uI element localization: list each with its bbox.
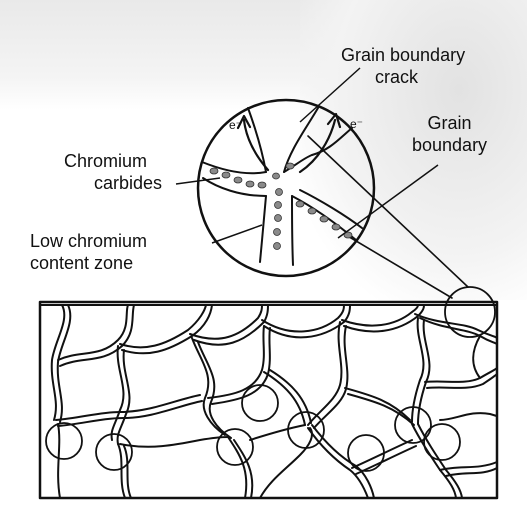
carbide-particle — [308, 208, 316, 214]
grain-boundary — [58, 401, 202, 426]
grain-boundary — [446, 468, 497, 476]
attack-site-circle — [288, 412, 324, 448]
label-low-chromium-zone: Low chromium content zone — [30, 230, 147, 274]
magnifier-connector — [346, 235, 452, 298]
carbide-particle — [296, 201, 304, 207]
grain-boundary — [440, 413, 497, 420]
grain-boundary — [120, 437, 228, 447]
attack-site-circle — [348, 435, 384, 471]
grain-boundary — [308, 322, 341, 425]
grain-boundary — [356, 446, 416, 474]
label-line: Chromium — [64, 150, 162, 172]
carbide-particle — [234, 177, 242, 183]
grain-boundary — [250, 425, 305, 440]
grain-boundary — [425, 368, 497, 382]
label-chromium-carbides: Chromium carbides — [64, 150, 162, 194]
label-line: carbides — [64, 172, 162, 194]
carbide-particle — [275, 215, 282, 222]
grain-boundary — [260, 428, 312, 498]
grain-boundary — [440, 462, 497, 470]
grain-boundary — [415, 314, 497, 338]
electron-label-right: e⁻ — [350, 117, 363, 131]
attack-site-circle — [46, 423, 82, 459]
grain-boundary — [262, 305, 344, 332]
label-line: boundary — [412, 134, 487, 156]
crack-left-wall — [248, 108, 266, 172]
carbide-particle — [274, 243, 281, 250]
attack-site-circle — [424, 424, 460, 460]
grain-boundary — [122, 305, 212, 353]
grain-boundary — [412, 424, 456, 498]
carbide-particle — [274, 229, 281, 236]
boundary-edge — [292, 196, 293, 265]
carbide-particle — [275, 202, 282, 209]
grain-boundary — [308, 428, 368, 498]
carbide-particle — [210, 168, 218, 174]
label-line: content zone — [30, 252, 147, 274]
grain-boundary — [198, 342, 231, 438]
boundary-edge — [260, 196, 266, 262]
magnified-boundary — [202, 108, 362, 265]
attack-site-circle — [445, 287, 495, 337]
label-line: crack — [341, 66, 465, 88]
label-line: Low chromium — [30, 230, 147, 252]
carbide-particle — [222, 172, 230, 178]
grain-boundary — [473, 336, 480, 378]
carbide-particle — [273, 173, 280, 179]
carbide-particle — [332, 224, 340, 230]
leader-lines — [176, 68, 438, 243]
attack-site-circle — [242, 385, 278, 421]
grain-boundary — [344, 305, 424, 331]
grain-boundary — [118, 444, 125, 498]
leader-grain-boundary — [338, 165, 438, 238]
label-grain-boundary-crack: Grain boundary crack — [341, 44, 465, 88]
grain-boundary — [264, 305, 350, 337]
label-line: Grain boundary — [341, 44, 465, 66]
grain-boundary — [58, 424, 60, 498]
grain-boundary — [234, 440, 252, 498]
electron-label-left: e⁻ — [229, 118, 242, 132]
carbide-particle — [258, 182, 266, 188]
carbide-particle — [286, 163, 294, 169]
carbide-particle — [276, 189, 283, 196]
label-line: Grain — [412, 112, 487, 134]
grain-boundary — [208, 326, 264, 398]
label-grain-boundary: Grain boundary — [412, 112, 487, 156]
carbide-particle — [320, 216, 328, 222]
grain-boundary — [192, 338, 225, 435]
carbide-particle — [246, 181, 254, 187]
leader-low-chromium — [212, 225, 262, 243]
grain-boundary — [124, 446, 131, 498]
